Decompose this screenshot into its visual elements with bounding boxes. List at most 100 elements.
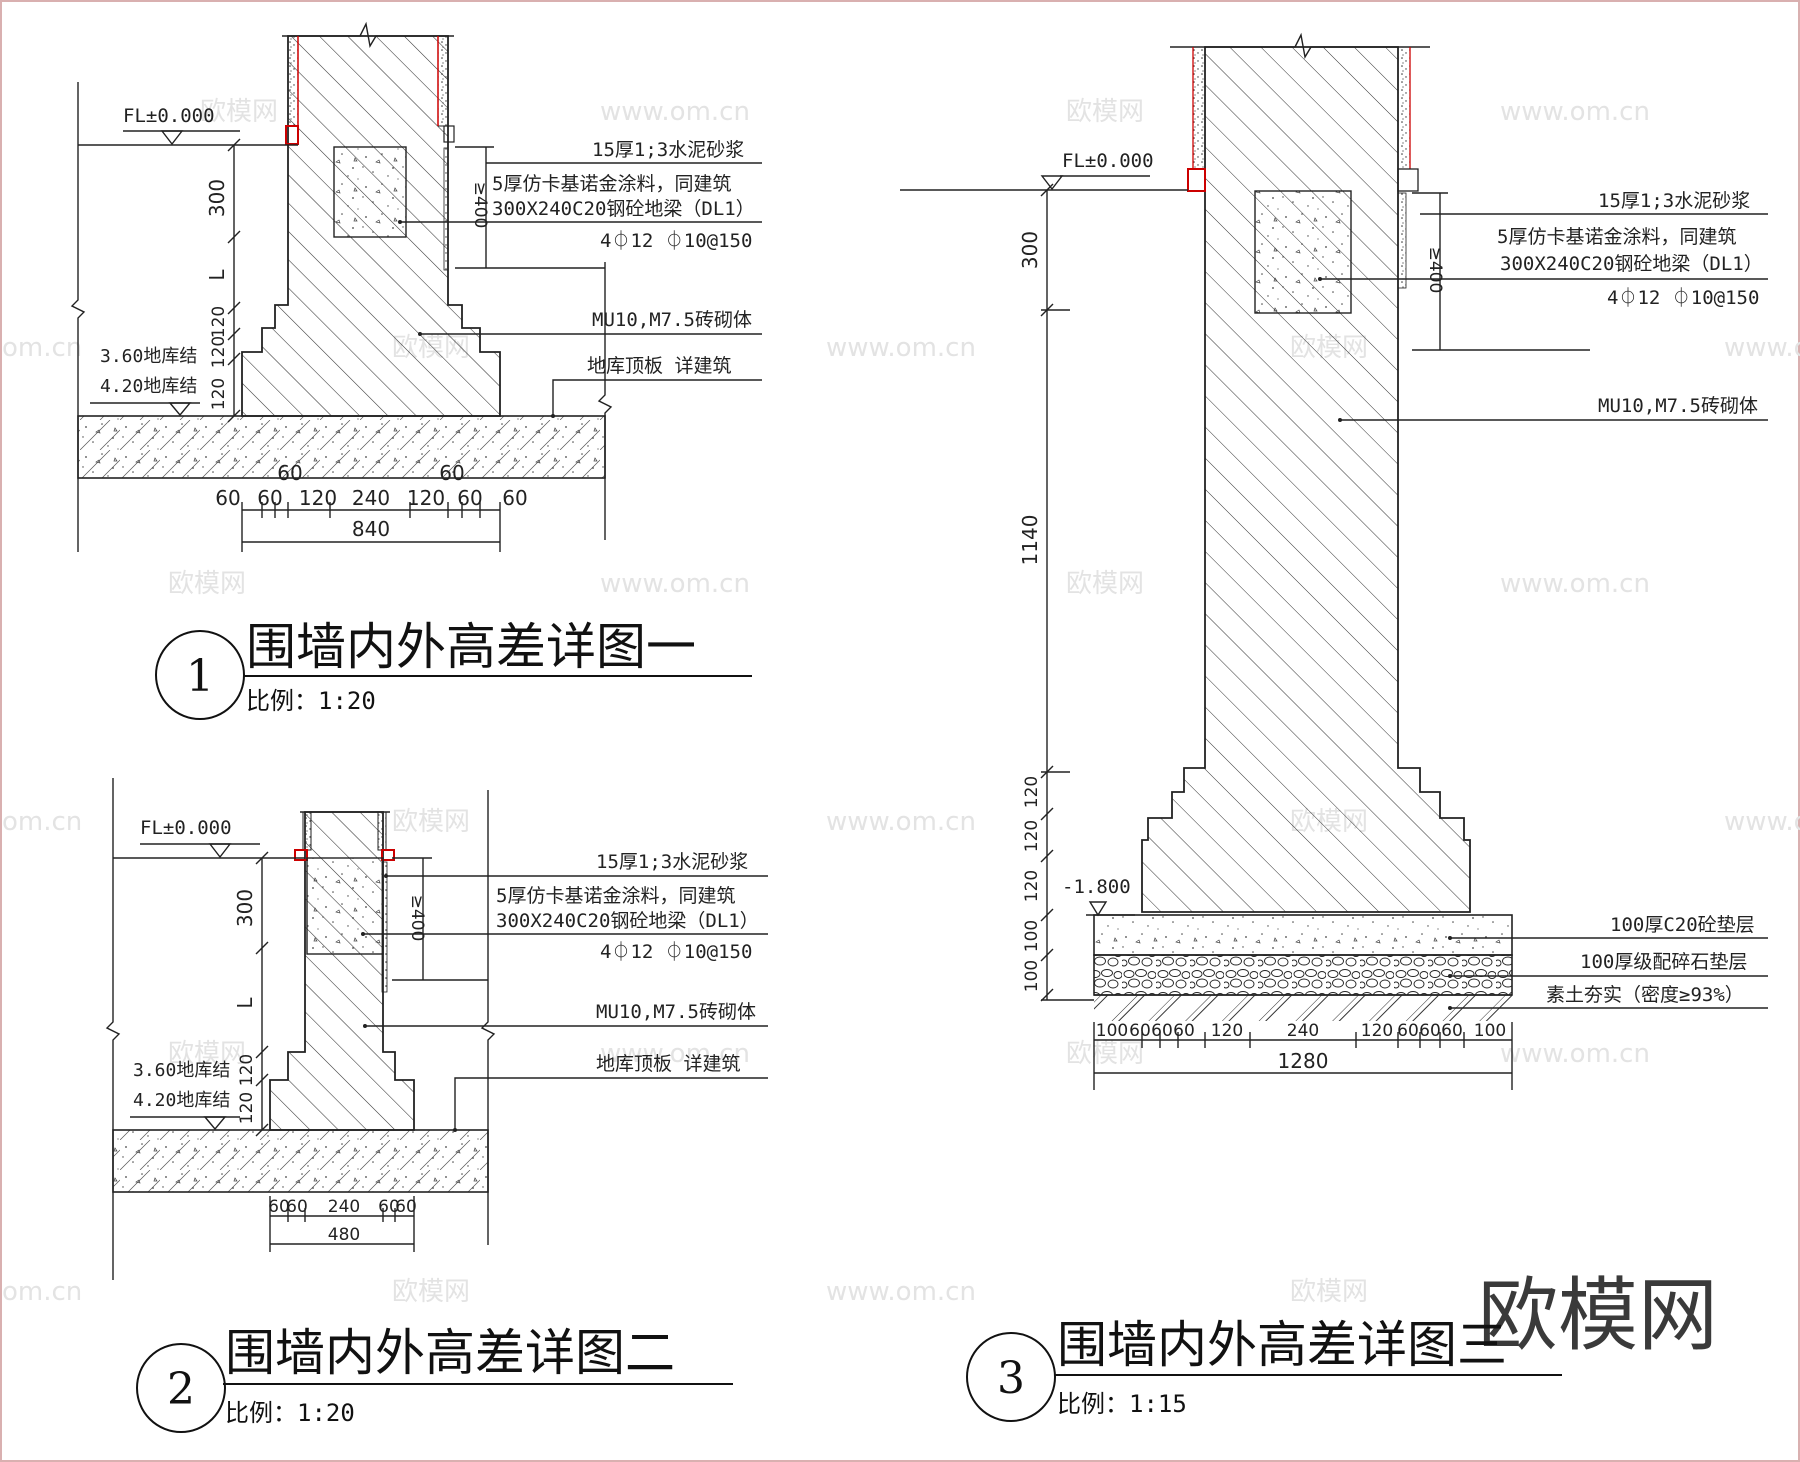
note-gravel-bed: 100厚级配碎石垫层: [1580, 951, 1747, 973]
ground-beam-1: [333, 146, 407, 238]
note-mortar: 15厚1;3水泥砂浆: [592, 139, 744, 161]
total-dim: 480: [328, 1225, 360, 1245]
vdim-120b: 120: [237, 1092, 257, 1124]
note-rebar: 4⏀12 ⏀10@150: [1607, 286, 1759, 309]
hdim: 240: [352, 486, 390, 510]
note-brick: MU10,M7.5砖砌体: [596, 1001, 756, 1023]
watermark-site: www.om.cn: [826, 333, 976, 363]
watermark-site: www.om.cn: [1500, 569, 1650, 599]
watermark-cn: 欧模网: [392, 807, 470, 837]
hdim: 60: [215, 486, 240, 510]
watermark-cn: 欧模网: [1290, 1277, 1368, 1307]
ground-beam-3: [1254, 190, 1352, 314]
note-rebar: 4⏀12 ⏀10@150: [600, 229, 752, 252]
vdim-120c: 120: [209, 378, 229, 410]
concrete-bed: [1093, 914, 1513, 956]
vdim-300: 300: [205, 179, 229, 217]
slab-level-a: 3.60地库结: [100, 346, 197, 367]
hdim: 240: [328, 1197, 360, 1217]
hdim: 120: [1361, 1021, 1393, 1041]
level-label: FL±0.000: [123, 105, 215, 127]
watermark-edge: om.cn: [2, 807, 82, 837]
hdim: 60: [1419, 1021, 1441, 1041]
detail-scale-1: 比例：1:20: [246, 687, 376, 715]
watermark-cn: 欧模网: [1066, 1039, 1144, 1069]
note-slab: 地库顶板 详建筑: [596, 1053, 740, 1075]
note-slab: 地库顶板 详建筑: [587, 355, 731, 377]
detail-number-2: 2: [167, 1364, 195, 1415]
slab-level-b: 4.20地库结: [133, 1090, 230, 1111]
watermark-site: www.om.cn: [1724, 807, 1800, 837]
hdim: 60: [1173, 1021, 1195, 1041]
hdim: 60: [457, 486, 482, 510]
total-dim: 840: [352, 517, 390, 541]
vdim-l: L: [233, 997, 257, 1009]
level-label: FL±0.000: [140, 817, 232, 839]
watermark-cn: 欧模网: [1066, 97, 1144, 127]
note-mortar: 15厚1;3水泥砂浆: [1598, 190, 1750, 212]
vdim-120c: 120: [1022, 870, 1042, 902]
slab-2: [112, 1129, 489, 1193]
beam-min-dim: ≥400: [470, 182, 490, 229]
hdim: 60: [1397, 1021, 1419, 1041]
watermark-site: www.om.cn: [1724, 333, 1800, 363]
total-dim: 1280: [1278, 1049, 1329, 1073]
watermark-site: www.om.cn: [826, 1277, 976, 1307]
vdim-120a: 120: [209, 306, 229, 338]
step-dim: 60: [277, 461, 302, 485]
vdim-120a: 120: [1022, 776, 1042, 808]
vdim-l: L: [205, 269, 229, 281]
vdim-300: 300: [1018, 231, 1042, 269]
watermark-site: www.om.cn: [826, 807, 976, 837]
watermark-site: www.om.cn: [600, 569, 750, 599]
note-soil: 素土夯实（密度≥93%）: [1546, 984, 1744, 1006]
vdim-300: 300: [233, 889, 257, 927]
watermark-site: www.om.cn: [600, 97, 750, 127]
detail-2: FL±0.000 3.60地库结 4.20地库结 300 L 120 120 ≥…: [105, 778, 768, 1433]
hdim: 120: [1211, 1021, 1243, 1041]
hdim: 100: [1096, 1021, 1128, 1041]
vdim-100a: 100: [1022, 920, 1042, 952]
note-beam: 300X240C20钢砼地梁（DL1）: [492, 198, 755, 220]
note-paint: 5厚仿卡基诺金涂料，同建筑: [496, 885, 735, 907]
hdim: 240: [1287, 1021, 1319, 1041]
beam-min-dim: ≥400: [1425, 247, 1445, 294]
hdim: 60: [1441, 1021, 1463, 1041]
compacted-soil: [1094, 995, 1512, 1021]
detail-number-1: 1: [186, 651, 214, 702]
hdim: 60: [1129, 1021, 1151, 1041]
wall-3: [1141, 46, 1471, 913]
detail-scale-2: 比例：1:20: [225, 1399, 355, 1427]
watermark-cn: 欧模网: [168, 569, 246, 599]
slab-1: [77, 415, 606, 479]
detail-title-1: 围墙内外高差详图一: [246, 618, 696, 676]
note-paint: 5厚仿卡基诺金涂料，同建筑: [1497, 226, 1736, 248]
ground-beam-2: [306, 857, 384, 955]
note-beam: 300X240C20钢砼地梁（DL1）: [496, 910, 759, 932]
slab-level-b: 4.20地库结: [100, 376, 197, 397]
note-brick: MU10,M7.5砖砌体: [1598, 395, 1758, 417]
beam-min-dim: ≥400: [407, 895, 427, 942]
vdim-1140: 1140: [1018, 515, 1042, 566]
detail-3: FL±0.000 -1.800 300 1140 120 120 120 100…: [900, 32, 1768, 1422]
watermark-edge: om.cn: [2, 333, 82, 363]
watermark-cn: 欧模网: [1066, 569, 1144, 599]
watermark-logo: 欧模网: [1478, 1269, 1718, 1362]
base-level: -1.800: [1062, 876, 1131, 898]
hdim: 60: [286, 1197, 308, 1217]
detail-1: FL±0.000 3.60地库结 4.20地库结 300 L 120 120 1…: [70, 21, 762, 720]
note-c20-bed: 100厚C20砼垫层: [1610, 914, 1755, 936]
hdim: 60: [378, 1197, 400, 1217]
hdim: 120: [299, 486, 337, 510]
vdim-120b: 120: [209, 336, 229, 368]
hdim: 60: [502, 486, 527, 510]
level-label: FL±0.000: [1062, 150, 1154, 172]
watermark-site: www.om.cn: [600, 1039, 750, 1069]
vdim-120a: 120: [237, 1054, 257, 1086]
note-rebar: 4⏀12 ⏀10@150: [600, 940, 752, 963]
note-brick: MU10,M7.5砖砌体: [592, 309, 752, 331]
hdim: 100: [1474, 1021, 1506, 1041]
watermark-cn: 欧模网: [200, 97, 278, 127]
